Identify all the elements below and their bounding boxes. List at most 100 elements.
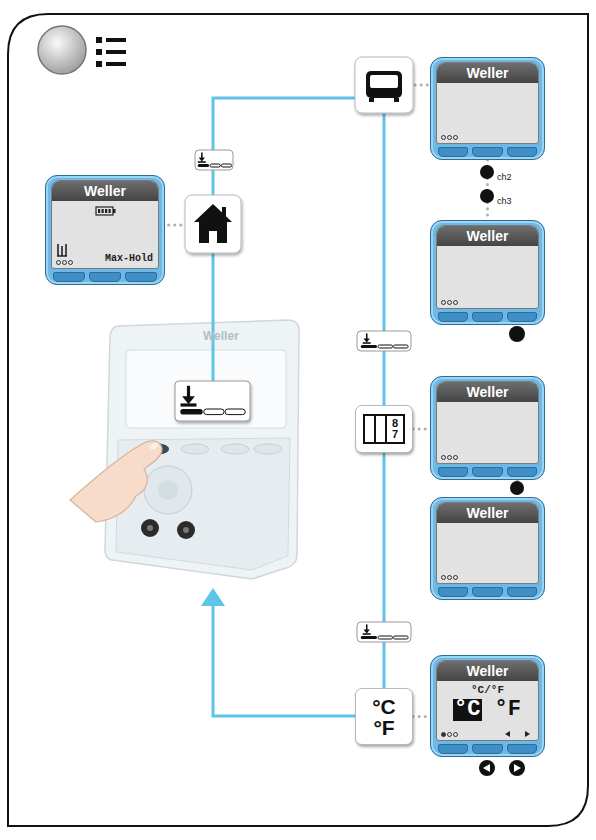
press-bar xyxy=(225,409,245,415)
press-bar xyxy=(378,345,393,348)
display-button xyxy=(507,147,537,157)
lcd-body xyxy=(437,523,538,583)
indicator-dot xyxy=(56,260,61,265)
display-button xyxy=(507,312,537,322)
battery-level xyxy=(98,209,100,213)
device-sensor xyxy=(144,466,192,514)
home-symbol xyxy=(194,204,232,243)
press-bar-active xyxy=(198,164,209,167)
logo-bar: Weller xyxy=(437,382,538,402)
unit-option: °F xyxy=(494,699,522,721)
channel-indicator xyxy=(441,732,458,737)
display-button xyxy=(507,744,537,754)
station-foot xyxy=(394,98,399,102)
flow-line xyxy=(212,253,215,381)
menu-button-symbol xyxy=(38,26,86,74)
button-press-dot xyxy=(509,326,525,342)
button-symbol-box xyxy=(357,622,411,642)
unit-symbol: °F xyxy=(373,717,394,738)
left-button-dot xyxy=(479,760,495,776)
display-button xyxy=(472,312,502,322)
button-row xyxy=(436,309,539,324)
button-row xyxy=(436,144,539,159)
indicator-dot xyxy=(68,260,73,265)
lcd-screen: Weller°C/°F°C°F xyxy=(436,660,539,741)
display-button xyxy=(472,744,502,754)
display-screen: Weller xyxy=(430,57,545,160)
button-press-symbol xyxy=(175,381,250,421)
button-press-symbol xyxy=(357,331,411,351)
display-button xyxy=(472,467,502,477)
list-icon-dot xyxy=(96,61,102,67)
press-arrowhead xyxy=(364,339,370,343)
device-socket-hole xyxy=(183,527,189,533)
channel-indicator xyxy=(441,575,458,580)
indicator-dot xyxy=(62,260,67,265)
display-button xyxy=(507,587,537,597)
press-bar xyxy=(221,164,231,167)
unit-symbol: °C xyxy=(372,696,396,717)
press-bar xyxy=(394,636,409,639)
display-button xyxy=(472,587,502,597)
display-button xyxy=(507,467,537,477)
right-arrow xyxy=(514,764,521,772)
list-icon-bar xyxy=(106,50,126,54)
button-symbol-box xyxy=(357,331,411,351)
list-icon-bar xyxy=(106,38,126,42)
press-bar xyxy=(394,345,409,348)
indicator-dot xyxy=(441,455,446,460)
display-screen: WellerMax-Hold xyxy=(45,175,165,285)
battery-symbol xyxy=(95,206,117,216)
list-icon-dot xyxy=(96,37,102,43)
press-bar xyxy=(378,636,393,639)
display-screen: Weller xyxy=(430,220,545,325)
station-foot xyxy=(369,98,374,102)
home-icon-box xyxy=(185,195,241,253)
press-arrowhead xyxy=(199,158,205,162)
brand-logo: Weller xyxy=(467,229,509,243)
page-frame xyxy=(8,14,588,826)
display-button xyxy=(89,272,121,282)
display-button xyxy=(438,744,468,754)
display-button xyxy=(438,587,468,597)
indicator-dot xyxy=(447,732,452,737)
label-holder: ch2 xyxy=(497,166,512,184)
device-logo: Weller xyxy=(203,329,239,343)
leader-line xyxy=(413,715,430,718)
display-button xyxy=(472,147,502,157)
segment-symbol: 87 xyxy=(363,414,405,444)
lcd-screen: Weller xyxy=(436,502,539,584)
button-row xyxy=(436,464,539,479)
logo-bar: Weller xyxy=(437,661,538,681)
logo-bar: Weller xyxy=(437,503,538,523)
display-button xyxy=(125,272,157,282)
menu-icon-box: 87 xyxy=(355,405,413,453)
probe-symbol xyxy=(56,242,68,258)
battery-level xyxy=(102,209,104,213)
channel-indicator xyxy=(441,300,458,305)
display-screen: Weller xyxy=(430,376,545,480)
display-button xyxy=(438,147,468,157)
press-arrowhead xyxy=(364,630,370,634)
press-base xyxy=(363,633,371,635)
device-key xyxy=(181,444,209,454)
label-holder: Weller xyxy=(203,326,239,344)
flow-line xyxy=(213,98,355,195)
button-press-dot xyxy=(480,189,494,203)
channel-indicator xyxy=(441,455,458,460)
unit-option: °C xyxy=(453,699,481,721)
arrow-hints xyxy=(437,730,537,738)
display-button xyxy=(53,272,85,282)
indicator-dot xyxy=(453,455,458,460)
menu-icon-box: °C°F xyxy=(355,688,413,745)
button-press-dot xyxy=(510,481,524,495)
press-base xyxy=(363,342,371,344)
press-bar-active xyxy=(361,636,377,639)
channel-indicator xyxy=(56,260,73,265)
indicator-dot xyxy=(441,300,446,305)
digit: 7 xyxy=(392,429,398,440)
device-key xyxy=(221,444,249,454)
brand-logo: Weller xyxy=(467,664,509,678)
channel-indicator xyxy=(441,135,458,140)
